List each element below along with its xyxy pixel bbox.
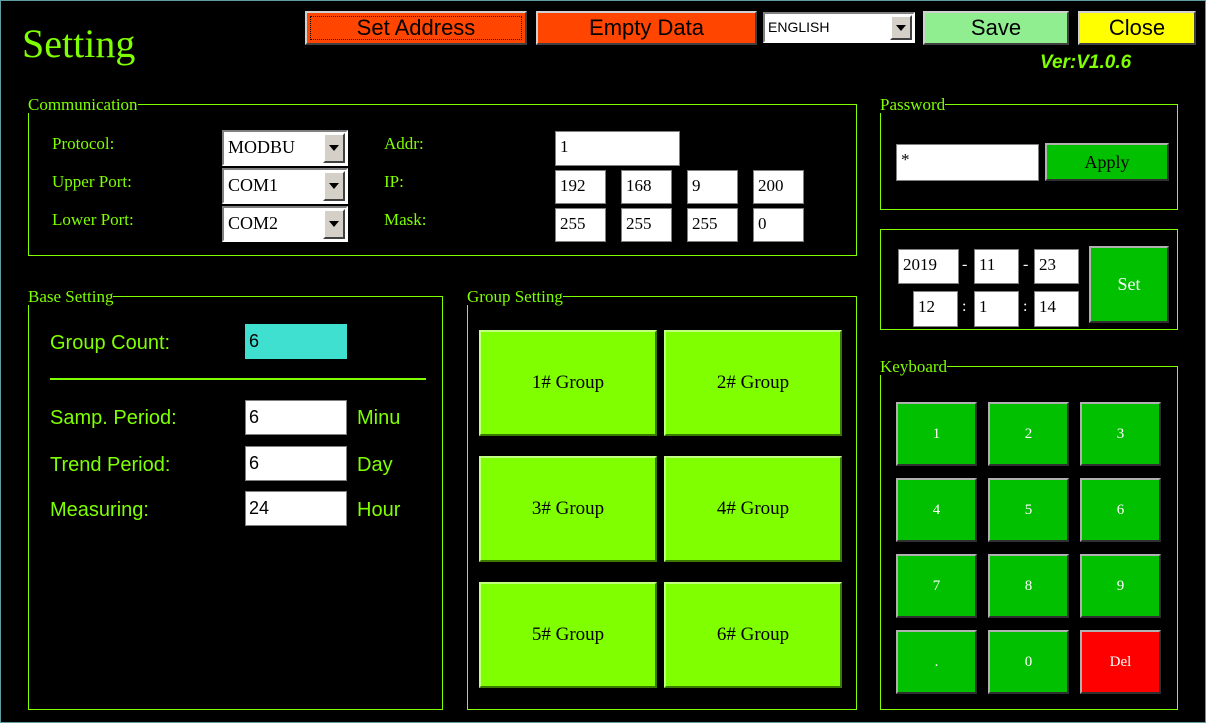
language-value: ENGLISH — [768, 19, 830, 35]
language-select[interactable]: ENGLISH — [763, 12, 915, 43]
group-count-input[interactable]: 6 — [245, 324, 347, 359]
group-2-button[interactable]: 2# Group — [664, 330, 842, 436]
key-1-button[interactable]: 1 — [896, 402, 977, 466]
version-label: Ver:V1.0.6 — [1040, 52, 1132, 73]
lower-port-select[interactable]: COM2 — [222, 206, 348, 242]
group-5-button[interactable]: 5# Group — [479, 582, 657, 688]
lower-port-label: Lower Port: — [52, 210, 134, 229]
measuring-input[interactable]: 24 — [245, 491, 347, 526]
mask-octet-4-input[interactable]: 0 — [753, 208, 804, 242]
empty-data-label: Empty Data — [589, 15, 704, 40]
ip-octet-3-input[interactable]: 9 — [687, 170, 738, 204]
mask-octet-1-input[interactable]: 255 — [555, 208, 606, 242]
protocol-label: Protocol: — [52, 134, 115, 153]
close-label: Close — [1108, 15, 1166, 40]
trend-period-unit: Day — [357, 454, 393, 476]
group-setting-legend: Group Setting — [467, 287, 563, 306]
protocol-select[interactable]: MODBU — [222, 130, 348, 166]
base-setting-legend: Base Setting — [28, 287, 114, 306]
empty-data-button[interactable]: Empty Data — [536, 11, 757, 45]
key-dot-button[interactable]: . — [896, 630, 977, 694]
save-button[interactable]: Save — [923, 11, 1069, 45]
communication-legend: Communication — [28, 95, 138, 114]
chevron-down-icon[interactable] — [323, 209, 345, 239]
chevron-down-icon[interactable] — [323, 133, 345, 163]
measuring-label: Measuring: — [50, 499, 149, 521]
month-input[interactable]: 11 — [974, 249, 1019, 284]
group-3-button[interactable]: 3# Group — [479, 456, 657, 562]
measuring-unit: Hour — [357, 499, 401, 521]
samp-period-input[interactable]: 6 — [245, 400, 347, 435]
upper-port-value: COM1 — [228, 175, 279, 195]
mask-label: Mask: — [384, 210, 427, 229]
key-3-button[interactable]: 3 — [1080, 402, 1161, 466]
addr-label: Addr: — [384, 134, 424, 153]
page-title: Setting — [22, 21, 136, 66]
ip-octet-2-input[interactable]: 168 — [621, 170, 672, 204]
mask-octet-3-input[interactable]: 255 — [687, 208, 738, 242]
chevron-down-icon[interactable] — [890, 15, 912, 40]
hour-input[interactable]: 12 — [913, 291, 958, 327]
focus-outline — [310, 16, 522, 40]
password-group: Password — [880, 96, 1178, 210]
set-address-button[interactable]: Set Address — [305, 11, 527, 45]
group-6-button[interactable]: 6# Group — [664, 582, 842, 688]
protocol-value: MODBU — [228, 137, 296, 157]
ip-octet-1-input[interactable]: 192 — [555, 170, 606, 204]
year-input[interactable]: 2019 — [898, 249, 959, 284]
set-time-button[interactable]: Set — [1089, 246, 1169, 323]
chevron-down-icon[interactable] — [323, 171, 345, 201]
trend-period-label: Trend Period: — [50, 454, 171, 476]
minute-input[interactable]: 1 — [974, 291, 1019, 327]
group-4-button[interactable]: 4# Group — [664, 456, 842, 562]
samp-period-unit: Minu — [357, 407, 401, 429]
base-setting-group: Base Setting — [28, 288, 443, 710]
day-input[interactable]: 23 — [1034, 249, 1079, 284]
password-input[interactable]: * — [896, 144, 1039, 181]
delete-key-button[interactable]: Del — [1080, 630, 1161, 694]
key-9-button[interactable]: 9 — [1080, 554, 1161, 618]
key-0-button[interactable]: 0 — [988, 630, 1069, 694]
datetime-group — [880, 229, 1178, 330]
password-legend: Password — [880, 95, 946, 114]
trend-period-input[interactable]: 6 — [245, 446, 347, 481]
divider — [50, 378, 426, 380]
group-count-label: Group Count: — [50, 332, 171, 354]
lower-port-value: COM2 — [228, 213, 279, 233]
upper-port-label: Upper Port: — [52, 172, 132, 191]
upper-port-select[interactable]: COM1 — [222, 168, 348, 204]
communication-group: Communication — [28, 96, 857, 256]
ip-octet-4-input[interactable]: 200 — [753, 170, 804, 204]
date-separator: - — [1023, 256, 1029, 273]
time-separator: : — [1023, 298, 1028, 315]
apply-button[interactable]: Apply — [1045, 143, 1169, 181]
keyboard-group: Keyboard — [880, 358, 1178, 710]
key-4-button[interactable]: 4 — [896, 478, 977, 542]
key-8-button[interactable]: 8 — [988, 554, 1069, 618]
group-setting-group: Group Setting — [467, 288, 857, 710]
addr-input[interactable]: 1 — [555, 131, 680, 166]
key-2-button[interactable]: 2 — [988, 402, 1069, 466]
key-7-button[interactable]: 7 — [896, 554, 977, 618]
key-6-button[interactable]: 6 — [1080, 478, 1161, 542]
second-input[interactable]: 14 — [1034, 291, 1079, 327]
key-5-button[interactable]: 5 — [988, 478, 1069, 542]
date-separator: - — [962, 256, 968, 273]
save-label: Save — [970, 15, 1022, 40]
time-separator: : — [962, 298, 967, 315]
close-button[interactable]: Close — [1078, 11, 1196, 45]
ip-label: IP: — [384, 172, 404, 191]
samp-period-label: Samp. Period: — [50, 407, 177, 429]
group-1-button[interactable]: 1# Group — [479, 330, 657, 436]
mask-octet-2-input[interactable]: 255 — [621, 208, 672, 242]
set-address-label: Set Address — [356, 15, 476, 40]
keyboard-legend: Keyboard — [880, 357, 948, 376]
